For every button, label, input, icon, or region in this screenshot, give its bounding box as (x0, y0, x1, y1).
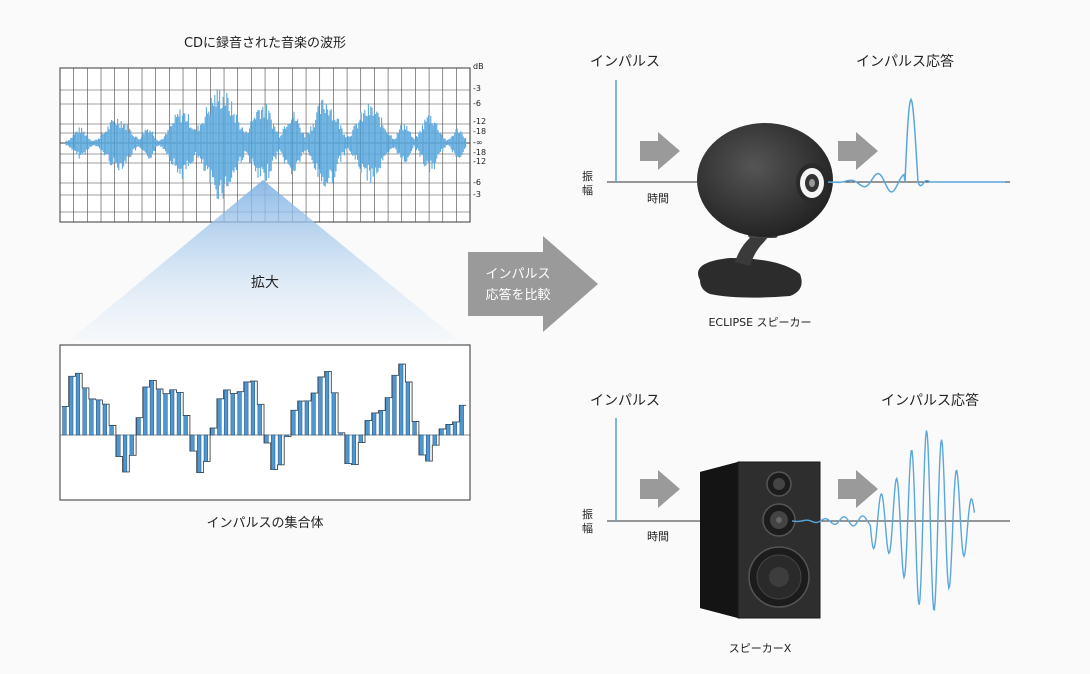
bottom-response-title: インパルス応答 (881, 392, 979, 409)
impulse-set-panel (60, 345, 470, 500)
db-scale-label: -18 (473, 148, 486, 157)
db-scale-label: -6 (473, 99, 481, 108)
db-scale-label: -6 (473, 178, 481, 187)
db-scale-label: dB (473, 62, 484, 71)
top-response-title: インパルス応答 (856, 53, 954, 70)
bottom-time-label: 時間 (647, 530, 669, 543)
top-amplitude-label: 振 幅 (582, 169, 597, 197)
compare-arrow: インパルス 応答を比較 (468, 236, 598, 332)
eclipse-speaker (697, 123, 833, 298)
db-scale-label: -3 (473, 190, 481, 199)
bottom-impulse-title: インパルス (590, 393, 660, 409)
db-scale: dB-3-6-12-18-∞-18-12-6-3 (473, 62, 486, 199)
impulse-set-caption: インパルスの集合体 (206, 515, 323, 531)
compare-arrow-label-line1: インパルス (485, 267, 550, 282)
top-arrow-out (838, 132, 878, 170)
bottom-amplitude-label: 振 幅 (582, 507, 597, 535)
top-time-label: 時間 (647, 192, 669, 205)
top-arrow-in (640, 132, 680, 170)
eclipse-speaker-caption: ECLIPSE スピーカー (708, 316, 811, 329)
compare-arrow-label-line2: 応答を比較 (485, 287, 550, 303)
bottom-arrow-out (838, 470, 878, 508)
bottom-arrow-in (640, 470, 680, 508)
db-scale-label: -∞ (473, 138, 483, 147)
speaker-x-caption: スピーカーX (729, 642, 792, 655)
db-scale-label: -12 (473, 117, 486, 126)
speaker-x (700, 462, 820, 618)
db-scale-label: -3 (473, 84, 481, 93)
top-impulse-title: インパルス (590, 54, 660, 70)
cd-waveform-title: CDに録音された音楽の波形 (184, 35, 346, 51)
zoom-label: 拡大 (251, 275, 279, 291)
db-scale-label: -18 (473, 127, 486, 136)
db-scale-label: -12 (473, 157, 486, 166)
